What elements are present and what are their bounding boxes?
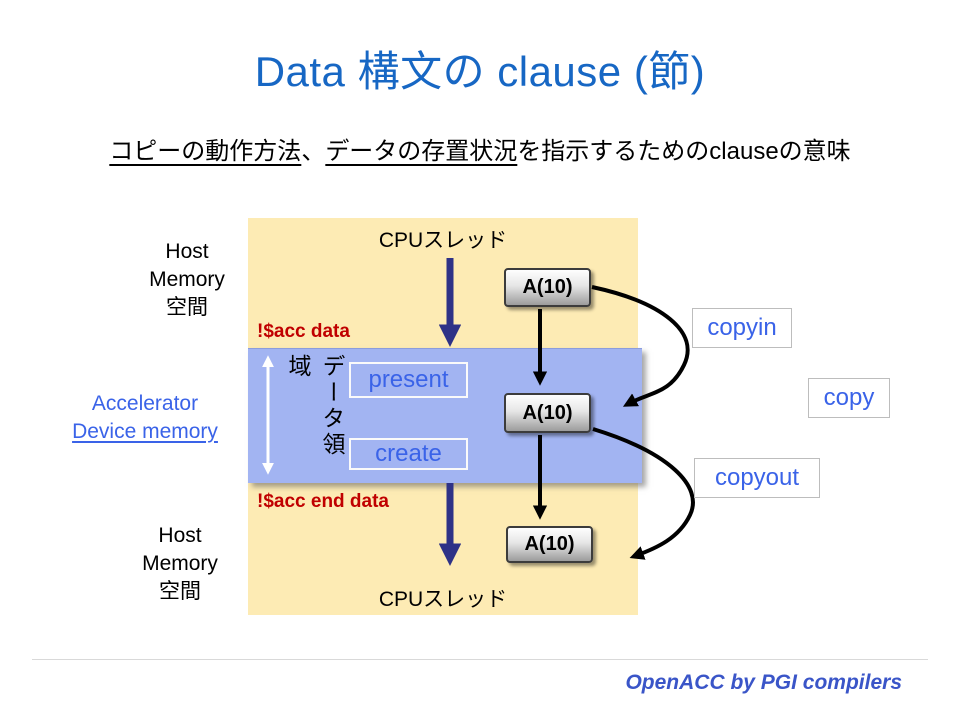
host-memory-bottom-line3: 空間 bbox=[159, 580, 201, 603]
present-clause-box: present bbox=[349, 362, 468, 398]
subtitle-data-placement: データの存置状況 bbox=[325, 138, 518, 165]
accelerator-device-memory-label: Accelerator Device memory bbox=[50, 390, 240, 446]
slide-subtitle: コピーの動作方法、データの存置状況を指示するためのclauseの意味 bbox=[0, 131, 960, 166]
subtitle-copy-behavior: コピーの動作方法 bbox=[109, 138, 302, 165]
array-a10-host-bottom: A(10) bbox=[506, 526, 593, 563]
acc-end-data-directive: !$acc end data bbox=[257, 491, 389, 512]
copyout-label: copyout bbox=[694, 458, 820, 498]
acc-data-directive: !$acc data bbox=[257, 321, 350, 342]
subtitle-comma: 、 bbox=[301, 138, 326, 165]
footer-credit: OpenACC by PGI compilers bbox=[625, 671, 902, 694]
footer-divider bbox=[32, 659, 928, 660]
array-a10-device: A(10) bbox=[504, 393, 591, 433]
host-memory-top-line2: Memory bbox=[149, 268, 225, 291]
host-memory-top-line3: 空間 bbox=[166, 296, 208, 319]
slide-title: Data 構文の clause (節) bbox=[254, 48, 706, 95]
copy-label: copy bbox=[808, 378, 890, 418]
cpu-thread-label-bottom: CPUスレッド bbox=[378, 588, 508, 611]
host-memory-label-top: Host Memory 空間 bbox=[117, 238, 257, 322]
host-memory-bottom-line1: Host bbox=[158, 524, 202, 547]
cpu-thread-label-top: CPUスレッド bbox=[378, 229, 508, 252]
data-region-vertical-label: データ領域 bbox=[285, 354, 345, 458]
subtitle-rest: を指示するためのclauseの意味 bbox=[517, 138, 851, 165]
accelerator-line1: Accelerator bbox=[91, 392, 199, 415]
accelerator-line2: Device memory bbox=[72, 420, 218, 443]
copyin-label: copyin bbox=[692, 308, 792, 348]
host-memory-label-bottom: Host Memory 空間 bbox=[110, 522, 250, 606]
array-a10-host-top: A(10) bbox=[504, 268, 591, 307]
host-memory-top-line1: Host bbox=[165, 240, 209, 263]
create-clause-box: create bbox=[349, 438, 468, 470]
host-memory-bottom-line2: Memory bbox=[142, 552, 218, 575]
